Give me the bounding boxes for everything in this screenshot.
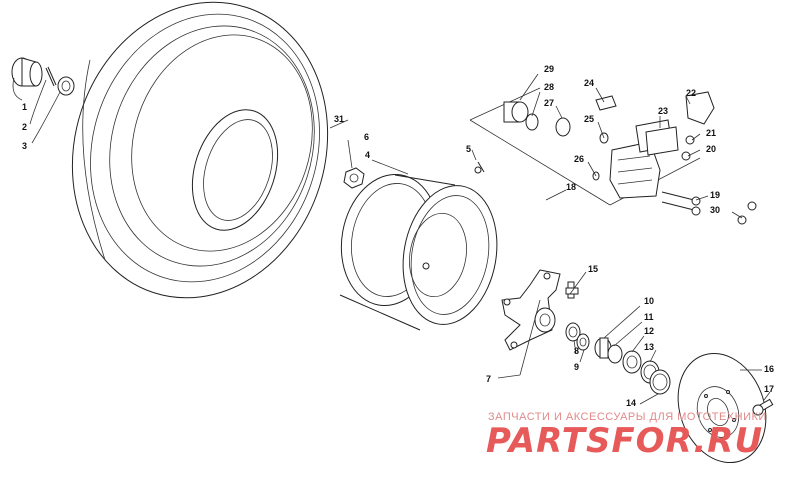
callout-26: 26: [574, 154, 584, 164]
bolt-20: [681, 151, 691, 161]
callout-4: 4: [365, 150, 370, 160]
callout-17: 17: [764, 384, 774, 394]
ring-14: [649, 369, 671, 395]
hub-cap: [11, 57, 43, 87]
piston: [503, 101, 529, 123]
watermark-subtitle: ЗАПЧАСТИ И АКСЕССУАРЫ ДЛЯ МОТОТЕХНИКИ: [488, 411, 767, 423]
caliper-bracket: [685, 91, 715, 125]
callout-10: 10: [644, 296, 654, 306]
tire: [71, 1, 329, 299]
callout-11: 11: [644, 312, 654, 322]
clip: [595, 95, 617, 111]
cotter-pin: [45, 66, 57, 87]
callout-20: 20: [706, 144, 716, 154]
caliper-bolts: [661, 191, 701, 216]
callout-6: 6: [364, 132, 369, 142]
callout-30: 30: [710, 205, 720, 215]
brake-disc: [677, 352, 767, 464]
callout-2: 2: [22, 122, 27, 132]
callout-5: 5: [466, 144, 471, 154]
callout-22: 22: [686, 88, 696, 98]
callout-numbers: 1 2 3 4 5 6 7 8 9 10 11 12 13 14 15 16 1…: [22, 64, 774, 408]
callout-9: 9: [574, 362, 579, 372]
callout-25: 25: [584, 114, 594, 124]
mount-bolts: [737, 201, 757, 225]
wheel-rim: [339, 173, 498, 331]
callout-18: 18: [566, 182, 576, 192]
callout-23: 23: [658, 106, 668, 116]
bearing-9: [576, 333, 590, 351]
callout-27: 27: [544, 98, 554, 108]
o-ring: [555, 117, 571, 137]
wheel-hub: [501, 269, 561, 351]
disc-bolt: [752, 398, 774, 416]
wheel-nut: [343, 167, 365, 189]
callout-3: 3: [22, 141, 27, 151]
callout-24: 24: [584, 78, 594, 88]
callout-12: 12: [644, 326, 654, 336]
piston-seal: [525, 113, 539, 131]
caliper-assembly: [469, 87, 715, 206]
callout-14: 14: [626, 398, 636, 408]
wheel-stud: [565, 281, 579, 299]
bearing-12: [622, 350, 642, 374]
watermark: ЗАПЧАСТИ И АКСЕССУАРЫ ДЛЯ МОТОТЕХНИКИ PA…: [486, 411, 767, 461]
leader-lines: [12, 73, 771, 405]
castle-nut: [57, 76, 75, 96]
callout-16: 16: [764, 364, 774, 374]
callout-1: 1: [22, 102, 27, 112]
callout-8: 8: [574, 346, 579, 356]
brake-pads: [635, 119, 679, 156]
callout-7: 7: [486, 374, 491, 384]
callout-15: 15: [588, 264, 598, 274]
seal-8: [565, 322, 581, 342]
bolt-21: [685, 135, 695, 145]
callout-19: 19: [710, 190, 720, 200]
callout-28: 28: [544, 82, 554, 92]
bearing-11: [607, 344, 623, 364]
callout-31: 31: [334, 114, 344, 124]
callout-29: 29: [544, 64, 554, 74]
callout-21: 21: [706, 128, 716, 138]
valve-stem: [474, 161, 485, 174]
callout-13: 13: [644, 342, 654, 352]
watermark-brand: PARTSFOR.RU: [486, 421, 763, 461]
